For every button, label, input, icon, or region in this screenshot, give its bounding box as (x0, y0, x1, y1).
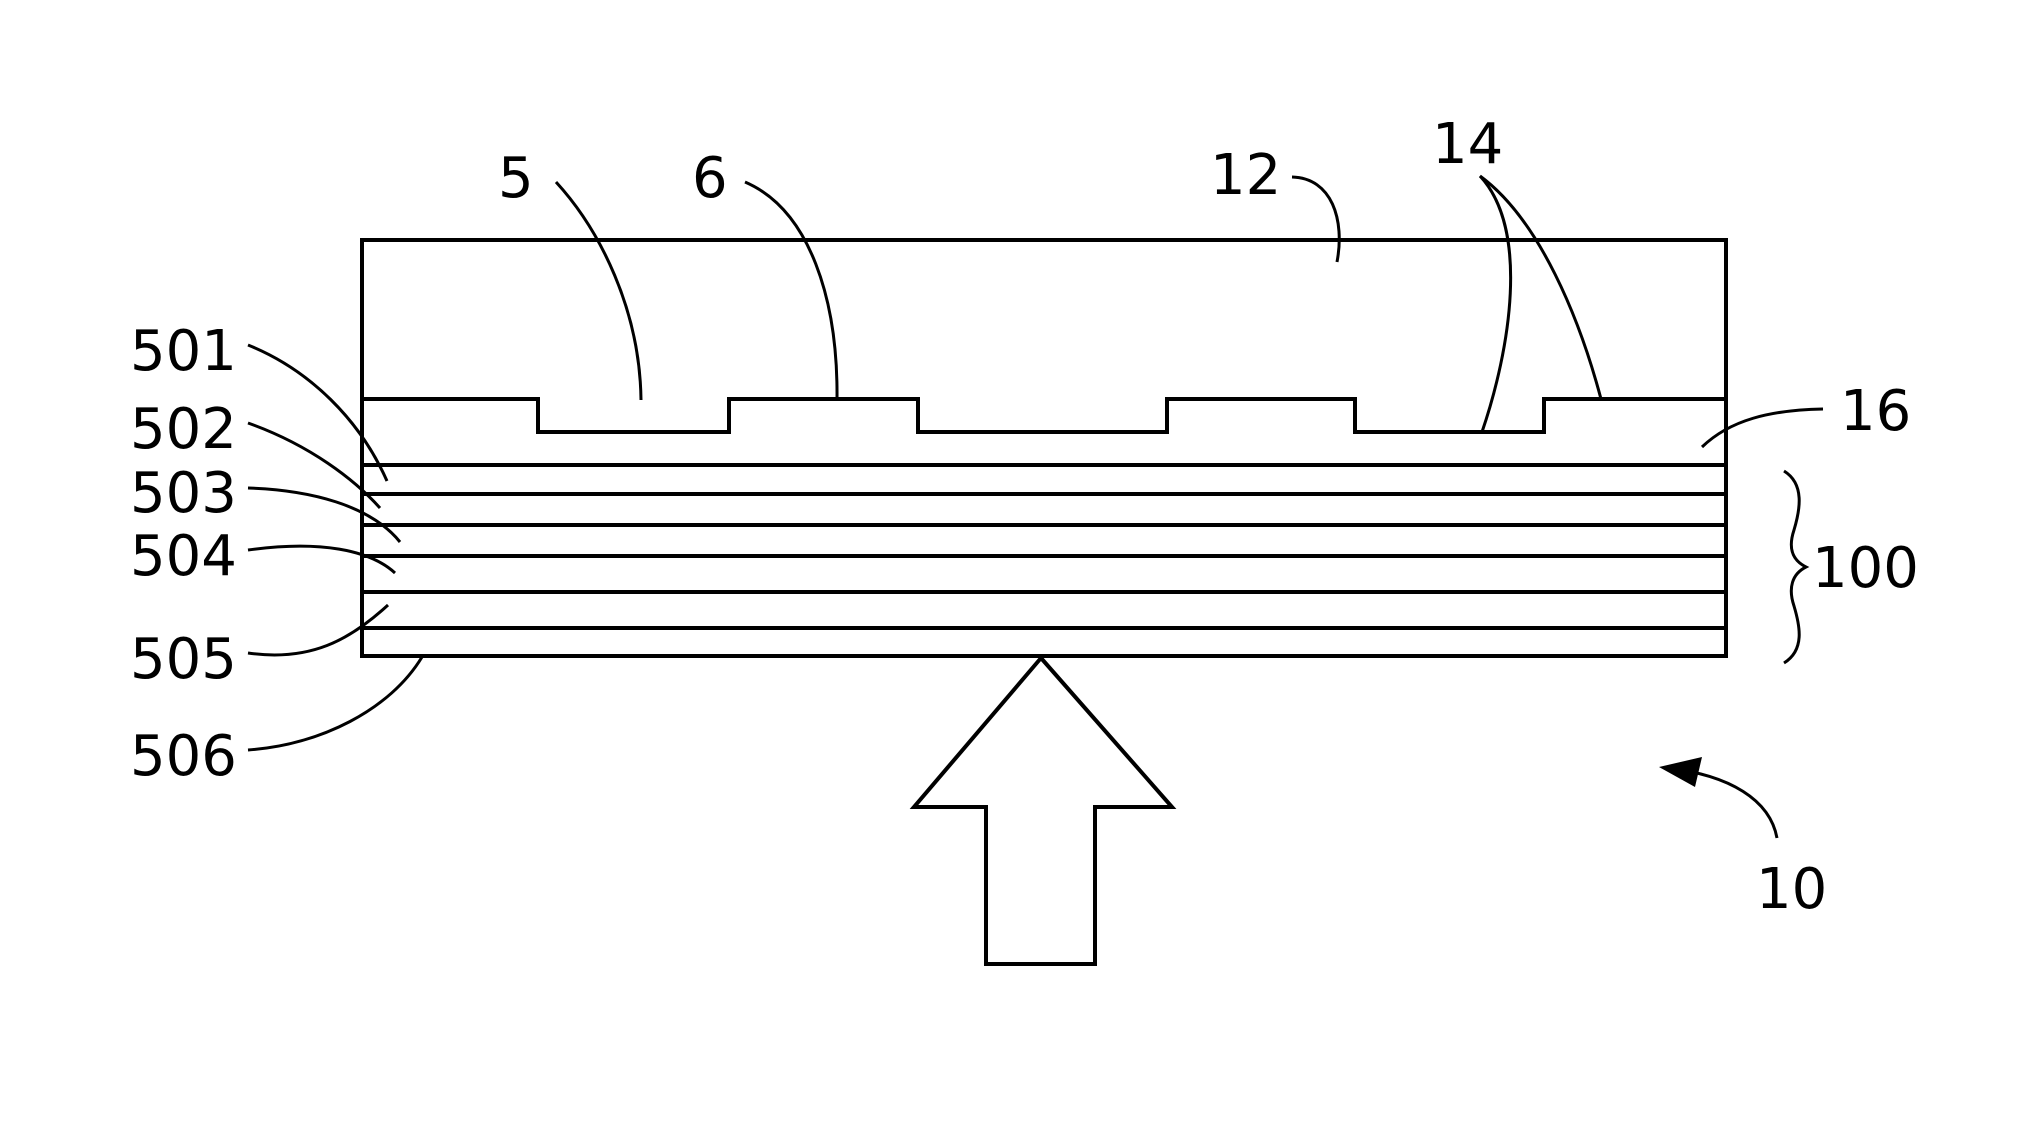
leader-14-b (1480, 176, 1601, 399)
label-16: 16 (1840, 379, 1911, 444)
label-505: 505 (130, 627, 237, 692)
label-12: 12 (1210, 143, 1281, 208)
leader-12 (1292, 177, 1339, 262)
layer-stack-brace (1784, 471, 1806, 663)
label-14: 14 (1432, 112, 1503, 177)
label-502: 502 (130, 397, 237, 462)
arrowhead-10 (1659, 757, 1702, 787)
leader-501 (248, 345, 387, 481)
label-503: 503 (130, 461, 237, 526)
leader-16 (1702, 409, 1823, 447)
label-10: 10 (1756, 857, 1827, 922)
label-6: 6 (692, 146, 728, 211)
label-5: 5 (498, 146, 534, 211)
leader-6 (745, 182, 837, 399)
leader-506 (248, 657, 422, 750)
label-501: 501 (130, 319, 237, 384)
leader-503 (248, 488, 400, 542)
label-100: 100 (1812, 536, 1919, 601)
label-504: 504 (130, 524, 237, 589)
label-506: 506 (130, 724, 237, 789)
groove-profile (362, 399, 1726, 432)
leader-504 (248, 546, 395, 573)
leader-14-a (1480, 176, 1511, 432)
incident-light-arrow (914, 658, 1172, 964)
leader-505 (248, 605, 388, 655)
leader-5 (556, 182, 641, 400)
